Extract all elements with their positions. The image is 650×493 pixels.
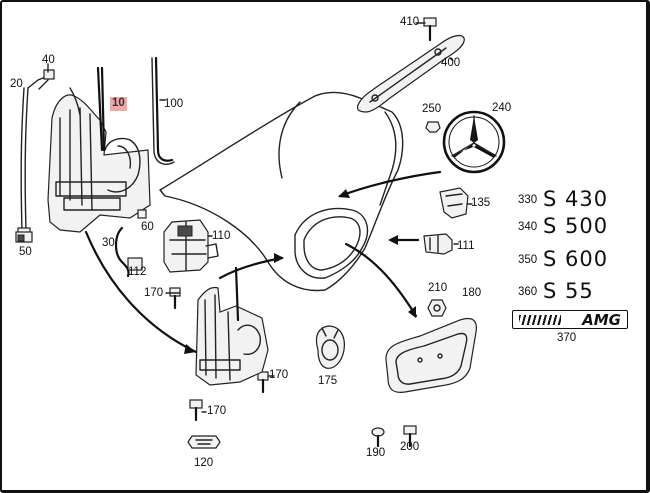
callout-50[interactable]: 50: [19, 246, 32, 258]
callout-120[interactable]: 120: [194, 457, 214, 469]
callout-410[interactable]: 410: [400, 16, 420, 28]
callout-111[interactable]: 111: [457, 240, 475, 252]
bolt-170-a: [169, 287, 181, 310]
leader-lines: [38, 22, 473, 413]
lock-assembly-10: [47, 56, 175, 233]
cable-20: [17, 69, 55, 241]
callout-135[interactable]: 135: [471, 197, 491, 209]
badge-s430: S 430: [543, 187, 609, 211]
callout-110[interactable]: 110: [212, 230, 231, 242]
arrows: [84, 170, 442, 354]
screw-190: [371, 427, 385, 448]
hose-30: [114, 226, 130, 278]
badge-number-330[interactable]: 330: [518, 194, 538, 206]
amg-badge: AMG: [512, 310, 628, 329]
callout-112[interactable]: 112: [128, 266, 147, 278]
license-plate-frame-180: [385, 317, 477, 393]
badge-number-340[interactable]: 340: [518, 221, 538, 233]
amg-text: AMG: [582, 311, 621, 329]
clip-250: [425, 121, 441, 133]
lock-assembly-lower: [195, 266, 269, 386]
screw-200: [403, 425, 417, 448]
callout-170-a[interactable]: 170: [144, 287, 164, 299]
badge-number-360[interactable]: 360: [518, 286, 538, 298]
badge-s600: S 600: [543, 247, 609, 271]
socket-111: [423, 233, 453, 255]
clip-120: [187, 435, 221, 449]
bolt-410: [423, 17, 437, 42]
pump-110: [163, 219, 219, 273]
callout-370[interactable]: 370: [557, 332, 577, 344]
callout-210[interactable]: 210: [428, 282, 448, 294]
callout-175[interactable]: 175: [318, 375, 338, 387]
callout-200[interactable]: 200: [400, 441, 420, 453]
bolt-170-c: [189, 399, 203, 422]
callout-170-c[interactable]: 170: [207, 405, 227, 417]
hinge-400: [356, 34, 465, 113]
callout-40[interactable]: 40: [42, 54, 55, 66]
badge-s55: S 55: [543, 279, 594, 303]
callout-100[interactable]: 100: [164, 98, 184, 110]
clip-112: [127, 257, 143, 271]
badge-number-350[interactable]: 350: [518, 254, 538, 266]
lamp-135: [439, 187, 469, 219]
badge-s500: S 500: [543, 214, 609, 238]
callout-30[interactable]: 30: [102, 237, 115, 249]
callout-400[interactable]: 400: [441, 57, 461, 69]
bolt-50: [15, 231, 33, 243]
grommet-175: [315, 325, 345, 369]
callout-10[interactable]: 10: [110, 97, 127, 111]
amg-stripes: [519, 315, 561, 325]
clip-60: [137, 209, 147, 219]
callout-180[interactable]: 180: [462, 287, 482, 299]
callout-170-b[interactable]: 170: [269, 369, 289, 381]
star-emblem-240: [442, 110, 506, 174]
callout-190[interactable]: 190: [366, 447, 386, 459]
callout-20[interactable]: 20: [10, 78, 23, 90]
callout-240[interactable]: 240: [492, 102, 512, 114]
bolt-170-b: [257, 371, 269, 394]
callout-60[interactable]: 60: [141, 221, 154, 233]
callout-250[interactable]: 250: [422, 103, 442, 115]
nut-210: [427, 299, 447, 317]
